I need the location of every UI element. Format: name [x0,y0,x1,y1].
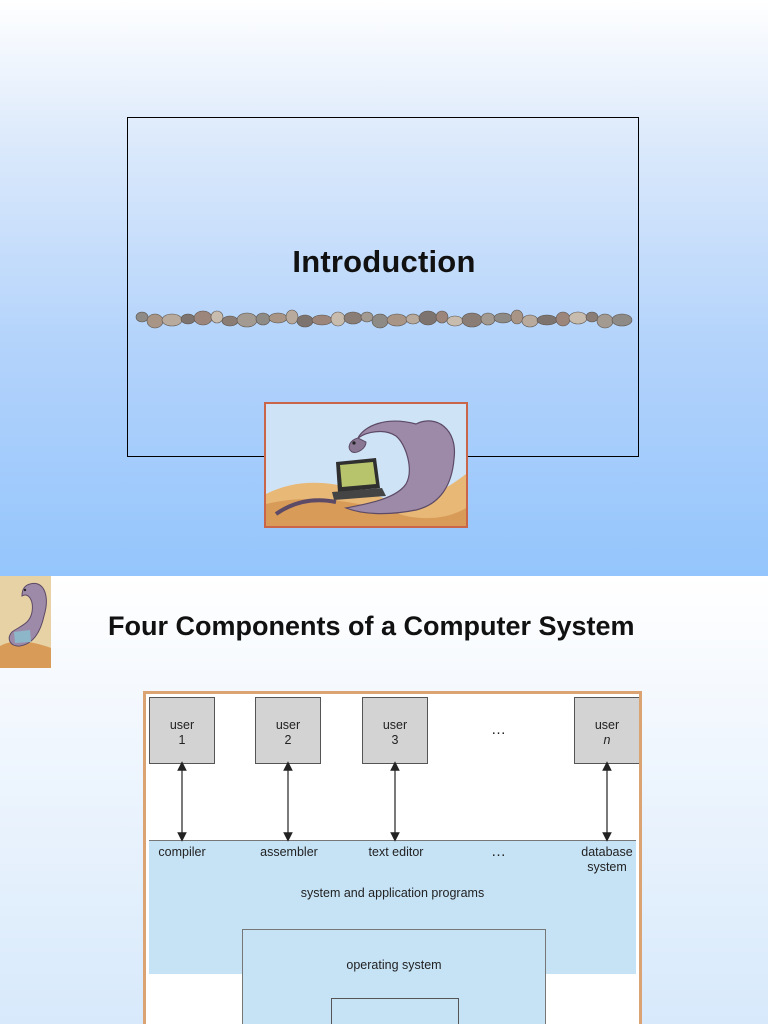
pebble [360,311,374,323]
slide-title: Introduction [292,244,476,279]
program-database-system: database system [581,845,633,874]
pebble [521,314,539,328]
pebble [371,313,389,329]
pebble [210,310,224,324]
pebble [568,311,588,325]
program-compiler: compiler [158,845,206,859]
pebble [236,312,258,328]
program-text-editor: text editor [368,845,424,859]
pebble [585,311,599,323]
pebble [285,309,299,325]
user-box-n: user n [574,697,639,764]
user-program-arrows [177,761,612,842]
hardware-box [331,998,459,1024]
user-ellipsis: … [491,721,508,738]
user-box-3: user 3 [362,697,428,764]
operating-system-label: operating system [346,958,442,972]
pebble-divider-graphic [135,309,633,329]
user-box-1: user 1 [149,697,215,764]
components-slide: Four Components of a Computer System use… [0,576,768,1024]
title-slide: Introduction [0,0,768,576]
pebble [446,315,464,327]
pebble [135,311,149,323]
pebble [268,312,288,324]
slide-title: Four Components of a Computer System [108,611,635,641]
pebble [536,314,558,326]
pebble [330,311,346,327]
pebble [510,309,524,325]
pebble [418,310,438,326]
computer-system-diagram: user 1 user 2 user 3 … user n [143,691,642,1024]
pebble [405,313,421,325]
pebble [296,314,314,328]
pebble [193,310,213,326]
program-assembler: assembler [260,845,318,859]
operating-system-box: operating system [242,929,546,1024]
dinosaur-thumbnail-icon [0,576,51,668]
pebble [221,315,239,327]
pebble [493,312,513,324]
dinosaur-laptop-illustration [264,402,468,528]
pebble [611,313,633,327]
pebble [435,310,449,324]
programs-band-label: system and application programs [300,886,485,900]
program-ellipsis: … [491,843,508,860]
pebble [161,313,183,327]
pebble [146,313,164,329]
pebble [180,313,196,325]
user-box-2: user 2 [255,697,321,764]
pebble [461,312,483,328]
pebble [311,314,333,326]
pebble [480,312,496,326]
pebble [555,311,571,327]
pebble [596,313,614,329]
pebble [386,313,408,327]
pebble [255,312,271,326]
pebble [343,311,363,325]
